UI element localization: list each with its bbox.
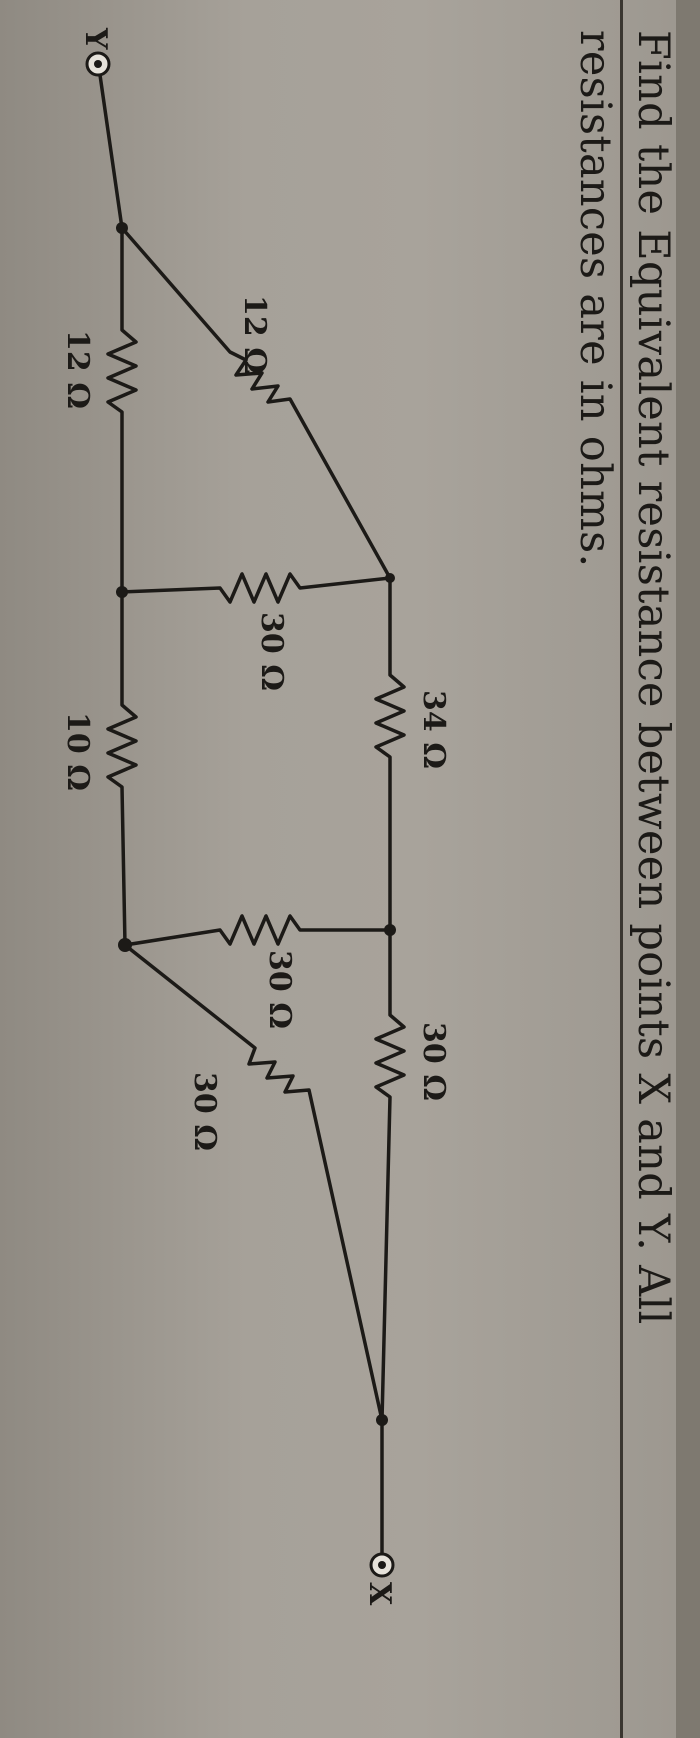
wire-y-lead — [98, 73, 124, 230]
page-margin — [676, 0, 700, 1738]
wire-mid-left — [120, 572, 392, 604]
label-r-mid-right-30: 30 Ω — [262, 950, 297, 1029]
junction-dot — [376, 1414, 388, 1426]
wire-mid-right — [123, 914, 392, 947]
wire-top — [374, 576, 406, 1422]
label-r-top-34: 34 Ω — [416, 690, 451, 769]
junction-dot — [116, 222, 128, 234]
label-r-bot-12: 12 Ω — [60, 330, 95, 409]
wire-diag-left — [120, 226, 392, 580]
wire-diag-right — [123, 943, 384, 1422]
junction-dot — [385, 573, 395, 583]
label-r-diag-30: 30 Ω — [187, 1072, 222, 1151]
terminal-x-center — [378, 1561, 386, 1569]
junction-dot — [384, 924, 396, 936]
junction-dot — [116, 586, 128, 598]
label-r-diag-12: 12 Ω — [237, 295, 272, 374]
label-r-mid-left-30: 30 Ω — [254, 612, 289, 691]
junction-dot — [118, 938, 132, 952]
terminal-x-label: X — [362, 1582, 397, 1606]
label-r-top-30: 30 Ω — [416, 1022, 451, 1101]
page-border-line — [620, 0, 623, 1738]
terminal-y-center — [94, 60, 102, 68]
terminal-y-label: Y — [78, 27, 113, 50]
label-r-bot-10: 10 Ω — [60, 712, 95, 791]
